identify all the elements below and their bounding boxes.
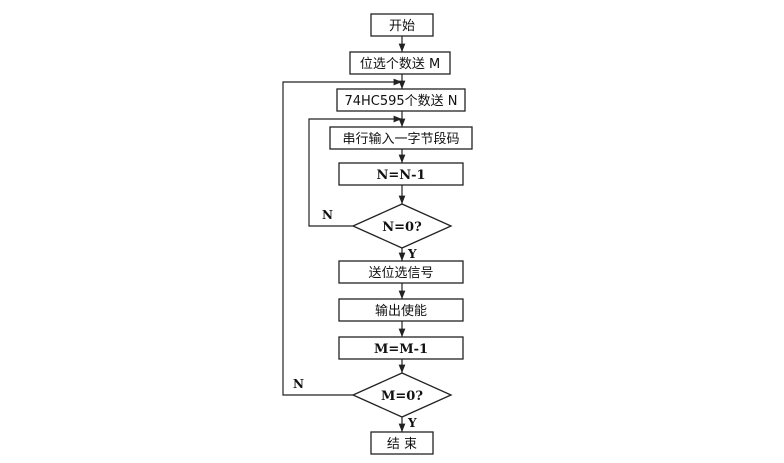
n-zero-label: N=0? [382, 220, 422, 235]
n-branch-no-label: N [322, 208, 333, 222]
m-branch-no-label: N [293, 377, 304, 391]
outer-loop-line [282, 78, 402, 396]
n-decrement-box [338, 162, 464, 186]
select-m-label: 位选个数送 M [360, 57, 440, 72]
m-decrement-label: M=M-1 [374, 342, 428, 357]
n-branch-yes-label: Y [407, 247, 417, 261]
serial-input-box [329, 126, 473, 150]
end-label: 结 束 [387, 437, 417, 452]
serial-input-label: 串行输入一字节段码 [342, 131, 459, 147]
m-branch-yes-label: Y [407, 416, 417, 430]
output-enable-label: 输出使能 [375, 303, 427, 319]
m-zero-label: M=0? [381, 389, 423, 404]
m-decrement-box [338, 336, 464, 360]
hc595-n-label: 74HC595个数送 N [344, 94, 457, 109]
select-m-box [349, 51, 451, 75]
send-select-box [338, 260, 464, 284]
n-decrement-label: N=N-1 [376, 168, 425, 183]
start-label: 开始 [389, 19, 415, 34]
inner-loop-line [308, 115, 402, 227]
output-enable-box [338, 298, 464, 322]
hc595-n-box [336, 88, 466, 112]
send-select-label: 送位选信号 [368, 266, 433, 281]
